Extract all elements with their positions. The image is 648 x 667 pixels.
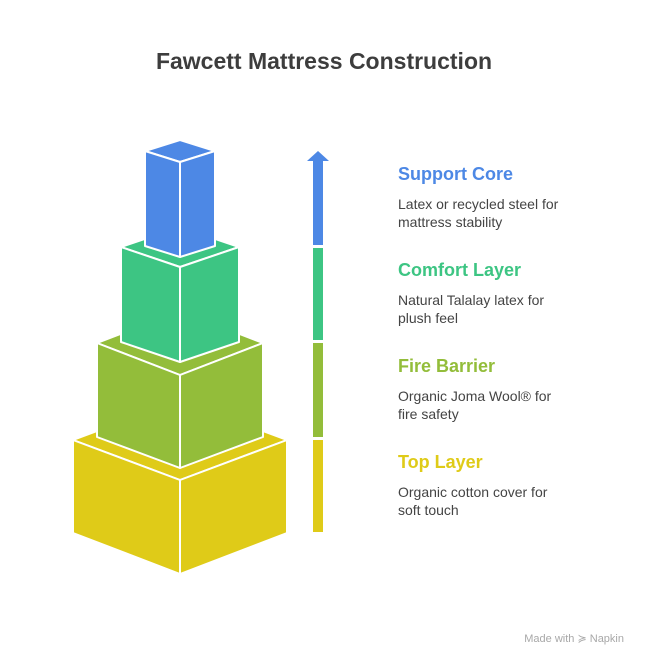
label-comfort-layer: Comfort Layer Natural Talalay latex for … [398, 259, 628, 327]
label-fire-barrier: Fire Barrier Organic Joma Wool® for fire… [398, 355, 628, 423]
block-comfort-layer-right [179, 246, 240, 363]
layer-name: Fire Barrier [398, 356, 496, 376]
arrow-segment [313, 343, 323, 437]
arrow-segment [313, 248, 323, 340]
block-comfort-layer-left [120, 246, 181, 363]
layer-name: Top Layer [398, 452, 483, 472]
arrow-segment [313, 160, 323, 245]
layer-desc: Organic cotton cover for soft touch [398, 484, 548, 518]
layer-desc: Natural Talalay latex for plush feel [398, 292, 545, 326]
diagram-title: Fawcett Mattress Construction [155, 48, 493, 74]
block-support-core-left [144, 150, 181, 258]
label-top-layer: Top Layer Organic cotton cover for soft … [398, 451, 628, 519]
block-fire-barrier-right [179, 342, 264, 469]
napkin-logo-icon: ≽ [577, 633, 587, 645]
block-support-core-right [179, 150, 216, 258]
layer-desc: Organic Joma Wool® for fire safety [398, 388, 552, 422]
label-support-core: Support Core Latex or recycled steel for… [398, 163, 628, 231]
footer-brand: Napkin [589, 633, 624, 645]
layer-desc: Latex or recycled steel for mattress sta… [398, 196, 559, 230]
footer-text: Made with [524, 633, 575, 645]
arrow-segment [313, 440, 323, 532]
footer: Made with ≽ Napkin [524, 632, 624, 645]
block-top-layer-right [179, 439, 288, 575]
arrow-up-icon [307, 151, 329, 161]
layer-name: Comfort Layer [398, 260, 522, 280]
layer-name: Support Core [398, 164, 513, 184]
